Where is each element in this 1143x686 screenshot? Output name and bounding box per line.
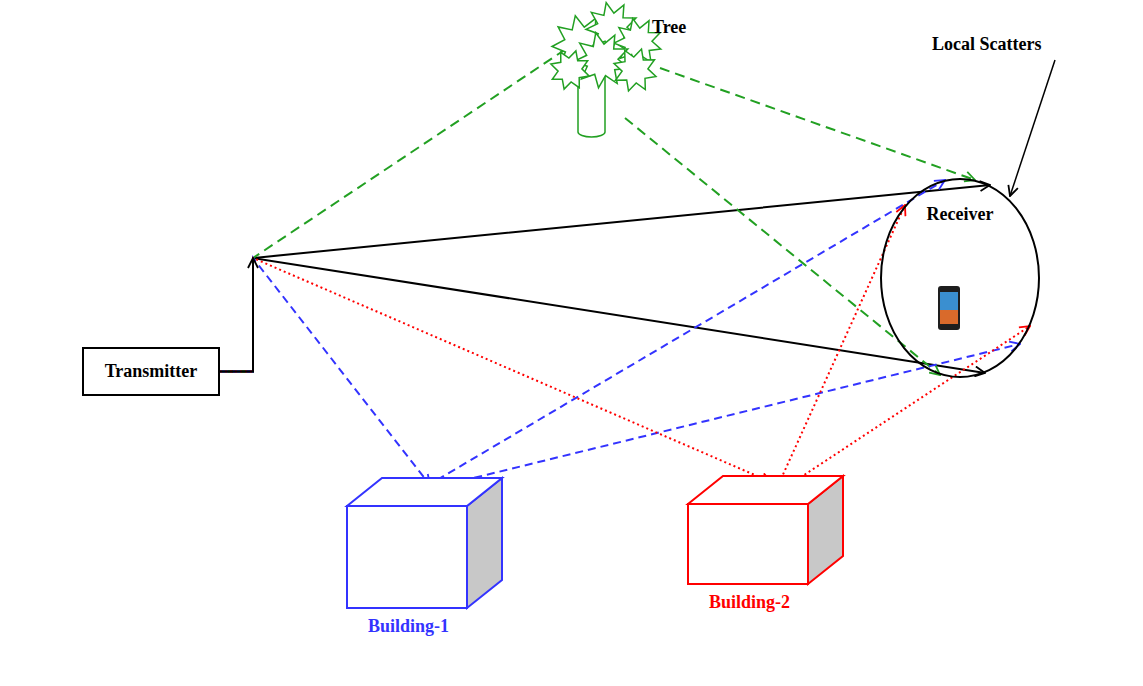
building-cube: Building-1	[345, 476, 507, 668]
antenna-feed	[220, 258, 253, 372]
propagation-path	[449, 344, 1020, 484]
propagation-path	[220, 258, 771, 482]
propagation-path	[660, 68, 975, 180]
building-front	[688, 504, 808, 584]
phone-screen	[940, 292, 958, 324]
phone-screen-detail	[940, 310, 958, 324]
receiver-circle: Receiver	[880, 178, 1040, 378]
building-top	[347, 478, 502, 506]
leader-line	[1010, 60, 1055, 196]
tree-scatterer: Tree	[540, 0, 700, 140]
transmitter-label: Transmitter	[105, 361, 198, 383]
propagation-path	[220, 185, 990, 372]
propagation-path	[792, 326, 1030, 483]
building-label: Building-1	[345, 616, 472, 638]
building-cube: Building-2	[686, 474, 848, 614]
propagation-path	[437, 180, 945, 480]
building-top	[688, 476, 843, 504]
building-label: Building-2	[686, 592, 813, 614]
phone-body	[938, 286, 960, 330]
tree-foliage	[551, 51, 589, 89]
propagation-path	[220, 258, 985, 373]
transmitter-box: Transmitter	[82, 347, 220, 396]
scatter-circle	[881, 179, 1039, 377]
cube-outline	[345, 476, 507, 668]
callout-label: Local Scatters	[932, 34, 1041, 56]
propagation-path	[220, 258, 430, 485]
propagation-path	[781, 205, 905, 479]
tree-foliage	[614, 49, 656, 91]
receiver-label: Receiver	[880, 178, 1040, 226]
tree-label: Tree	[652, 17, 686, 39]
propagation-path	[220, 45, 572, 372]
building-front	[347, 506, 467, 608]
propagation-path	[625, 118, 940, 375]
